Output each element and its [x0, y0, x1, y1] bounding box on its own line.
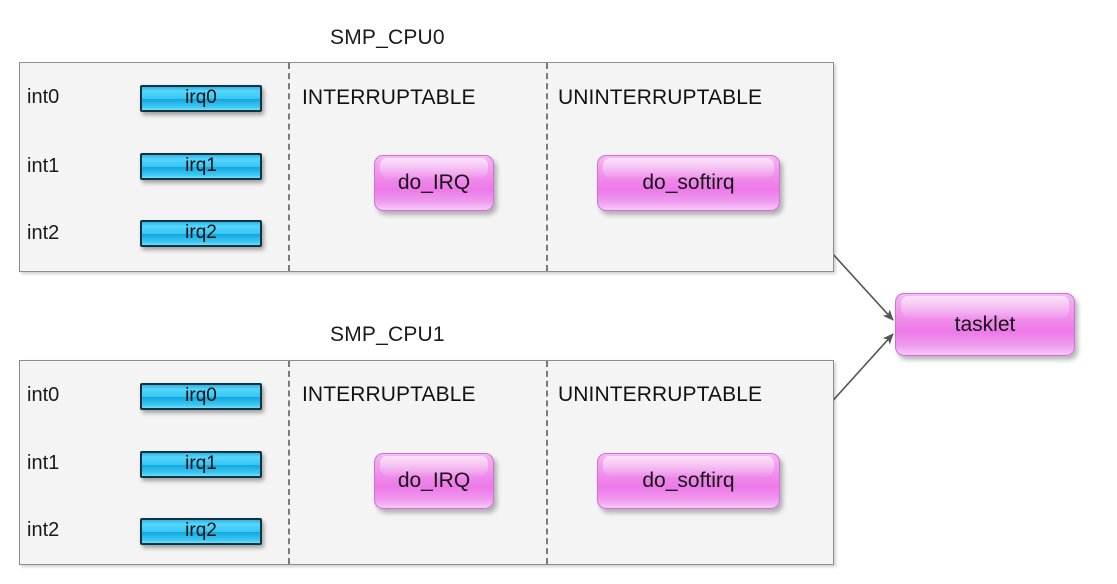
cpu1-irq0-label: irq0 — [185, 385, 217, 406]
cpu0-int0-label: int0 — [27, 86, 60, 108]
cpu0-irq1-box[interactable]: irq1 — [140, 153, 262, 180]
cpu1-title: SMP_CPU1 — [330, 323, 445, 346]
tasklet-box[interactable]: tasklet — [895, 293, 1075, 356]
cpu0-do-irq-box[interactable]: do_IRQ — [374, 155, 494, 211]
cpu0-zone-label-uninterruptable: UNINTERRUPTABLE — [558, 86, 763, 109]
cpu0-irq2-label: irq2 — [185, 222, 217, 243]
cpu1-irq0-box[interactable]: irq0 — [140, 383, 262, 410]
cpu1-do-softirq-label: do_softirq — [642, 469, 735, 492]
cpu0-irq0-label: irq0 — [185, 87, 217, 108]
cpu0-irq2-box[interactable]: irq2 — [140, 220, 262, 247]
cpu1-do-softirq-box[interactable]: do_softirq — [597, 453, 780, 509]
cpu0-irq0-box[interactable]: irq0 — [140, 85, 262, 112]
cpu0-do-softirq-box[interactable]: do_softirq — [597, 155, 780, 211]
cpu0-zone-label-interruptable: INTERRUPTABLE — [302, 86, 476, 109]
cpu1-irq1-box[interactable]: irq1 — [140, 451, 262, 478]
cpu1-divider-1 — [288, 361, 290, 564]
cpu1-zone-label-uninterruptable: UNINTERRUPTABLE — [558, 383, 763, 406]
tasklet-label: tasklet — [954, 312, 1016, 336]
cpu1-do-irq-label: do_IRQ — [397, 469, 471, 492]
cpu1-irq1-label: irq1 — [185, 453, 217, 474]
cpu0-int1-label: int1 — [27, 155, 60, 177]
cpu1-zone-label-interruptable: INTERRUPTABLE — [302, 383, 476, 406]
cpu0-title: SMP_CPU0 — [330, 26, 445, 49]
cpu0-int2-label: int2 — [27, 222, 60, 244]
cpu0-divider-2 — [546, 63, 548, 271]
cpu1-do-irq-box[interactable]: do_IRQ — [374, 453, 494, 509]
cpu0-divider-1 — [288, 63, 290, 271]
cpu1-divider-2 — [546, 361, 548, 564]
cpu1-int0-label: int0 — [27, 384, 60, 406]
cpu1-irq2-label: irq2 — [185, 520, 217, 541]
cpu1-irq2-box[interactable]: irq2 — [140, 518, 262, 545]
cpu0-irq1-label: irq1 — [185, 155, 217, 176]
cpu1-int1-label: int1 — [27, 452, 60, 474]
cpu0-do-softirq-label: do_softirq — [642, 171, 735, 194]
cpu0-do-irq-label: do_IRQ — [397, 171, 471, 194]
cpu1-int2-label: int2 — [27, 519, 60, 541]
